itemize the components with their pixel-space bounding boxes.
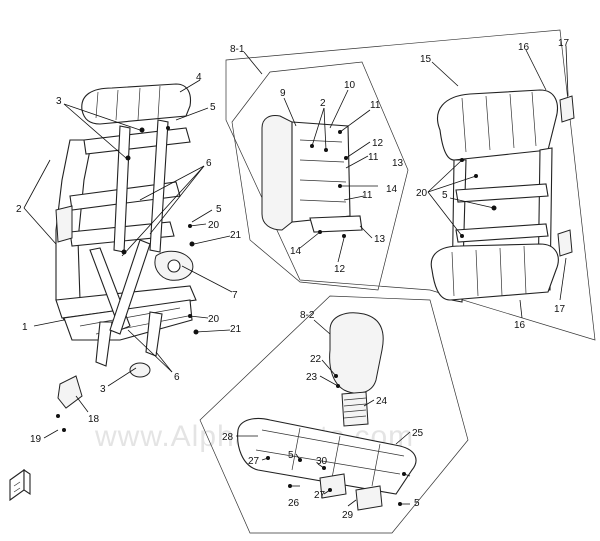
callout-19: 19 — [30, 434, 42, 445]
callout-8-1: 8-1 — [230, 44, 245, 55]
callout-16: 16 — [514, 320, 526, 331]
callout-3: 3 — [100, 384, 106, 395]
callout-16: 16 — [518, 42, 530, 53]
callout-27: 27 — [248, 456, 260, 467]
callout-22: 22 — [310, 354, 322, 365]
callout-11: 11 — [368, 152, 379, 163]
callout-5: 5 — [210, 102, 216, 113]
group-seat-inset-outline — [231, 61, 409, 291]
callout-17: 17 — [558, 38, 570, 49]
leaders-backrest — [236, 319, 411, 507]
callout-9: 9 — [280, 88, 286, 99]
callout-5: 5 — [288, 450, 294, 461]
callout-14: 14 — [290, 246, 302, 257]
callout-25: 25 — [412, 428, 424, 439]
callout-12: 12 — [334, 264, 346, 275]
callout-5: 5 — [442, 190, 448, 201]
callout-30: 30 — [316, 456, 328, 467]
callout-1: 1 — [22, 322, 28, 333]
backrest-assembly — [237, 312, 417, 511]
callout-7: 7 — [232, 290, 238, 301]
leaders-rack — [427, 45, 569, 319]
callout-20: 20 — [208, 314, 220, 325]
callout-18: 18 — [88, 414, 100, 425]
group-8-1-outline — [225, 29, 596, 341]
callout-11: 11 — [370, 100, 381, 111]
callout-5: 5 — [216, 204, 222, 215]
callout-26: 26 — [288, 498, 300, 509]
callout-21: 21 — [230, 230, 242, 241]
callout-20: 20 — [208, 220, 220, 231]
callout-29: 29 — [342, 510, 354, 521]
callout-27: 27 — [314, 490, 326, 501]
callout-23: 23 — [306, 372, 318, 383]
rear-rack-assembly — [430, 89, 575, 303]
callout-5: 5 — [414, 498, 420, 509]
callout-24: 24 — [376, 396, 388, 407]
callout-11: 11 — [362, 190, 373, 201]
group-8-2-outline — [199, 295, 469, 534]
callout-6: 6 — [174, 372, 180, 383]
callout-2: 2 — [320, 98, 326, 109]
callout-2: 2 — [16, 204, 22, 215]
callout-8-2: 8-2 — [300, 310, 315, 321]
callout-6: 6 — [206, 158, 212, 169]
callout-14: 14 — [386, 184, 398, 195]
callout-labels: 4 5 3 2 6 5 20 21 7 20 21 6 1 3 18 19 8-… — [16, 38, 570, 521]
callout-17: 17 — [554, 304, 566, 315]
callout-4: 4 — [196, 72, 202, 83]
callout-15: 15 — [420, 54, 432, 65]
callout-21: 21 — [230, 324, 242, 335]
callout-28: 28 — [222, 432, 234, 443]
callout-13: 13 — [392, 158, 404, 169]
callout-3: 3 — [56, 96, 62, 107]
callout-20: 20 — [416, 188, 428, 199]
main-frame-assembly — [55, 83, 199, 432]
leaders-seat — [243, 51, 378, 263]
callout-13: 13 — [374, 234, 386, 245]
seat-cushion-assembly — [261, 115, 363, 238]
front-arrow-icon — [9, 468, 31, 502]
leaders-left — [23, 79, 233, 439]
callout-12: 12 — [372, 138, 384, 149]
callout-10: 10 — [344, 80, 356, 91]
